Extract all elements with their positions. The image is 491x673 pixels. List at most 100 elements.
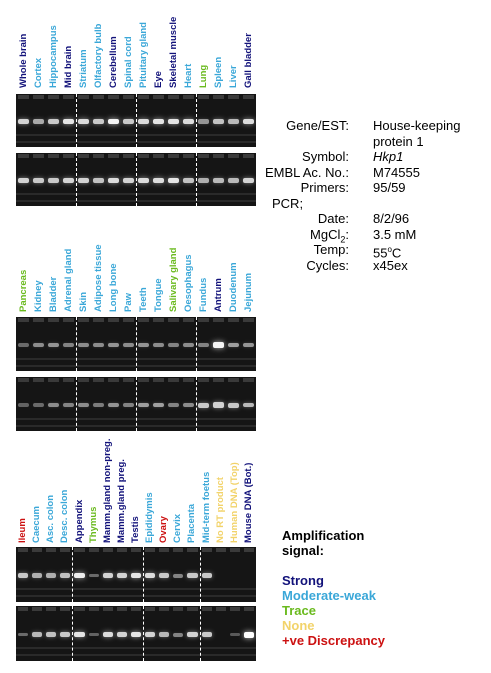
primers-label: Primers: (300, 180, 349, 195)
gel-band (213, 342, 224, 348)
gel-band (228, 178, 239, 183)
gel-band (138, 402, 149, 408)
lane-divider (196, 153, 197, 206)
gel-well (116, 548, 127, 552)
gel-well (138, 154, 149, 158)
primer-smear (16, 654, 256, 656)
gel-band (153, 118, 164, 125)
lane-divider (136, 153, 137, 206)
tissue-label: Caecum (31, 506, 43, 543)
gel-well (33, 154, 44, 158)
tissue-label: Skeletal muscle (167, 16, 179, 88)
lane-divider (196, 94, 197, 147)
gel-band (93, 119, 104, 125)
gel-band (243, 342, 254, 348)
tissue-label: Pituitary gland (137, 22, 149, 88)
gel-well (168, 378, 179, 382)
gel-well (198, 154, 209, 158)
gel-band (123, 119, 134, 125)
cycles-label: Cycles: (306, 257, 349, 273)
gel-band (153, 402, 164, 408)
panel-1-gel-1 (16, 94, 256, 147)
gel-well (228, 95, 239, 99)
gene-row: Gene/EST: House-keeping (272, 118, 487, 134)
gel-well (48, 378, 59, 382)
lane-divider (199, 606, 201, 661)
gel-well (78, 378, 89, 382)
cycles-value: x45ex (373, 257, 408, 273)
gel-well (93, 154, 104, 158)
gel-well (93, 378, 104, 382)
lane-divider (143, 547, 145, 602)
tissue-label: Oesophagus (182, 254, 194, 312)
tissue-label: Appendix (73, 499, 85, 543)
gel-band (201, 573, 212, 579)
gel-band (173, 632, 184, 637)
tissue-label: Adrenal gland (62, 248, 74, 312)
mgcl-label: MgCl2: (310, 227, 349, 248)
gel-well (18, 318, 29, 322)
gel-well (123, 318, 134, 322)
symbol-value: Hkp1 (373, 149, 404, 164)
gel-band (63, 118, 74, 125)
gel-well (123, 378, 134, 382)
gel-band (243, 118, 254, 125)
gel-band (201, 632, 212, 638)
gel-well (173, 548, 184, 552)
gel-well (108, 378, 119, 382)
gel-well (93, 318, 104, 322)
gel-well (102, 548, 113, 552)
gel-well (18, 154, 29, 158)
gel-band (108, 118, 119, 125)
pcr-row: PCR; (272, 196, 487, 212)
gel-well (63, 378, 74, 382)
assay-info: Gene/EST: House-keeping protein 1 Symbol… (265, 118, 487, 273)
gel-band (145, 572, 156, 579)
gel-well (243, 378, 254, 382)
gel-band (228, 119, 239, 124)
gel-band (198, 343, 209, 348)
gel-well (48, 318, 59, 322)
gel-well (32, 607, 43, 611)
gel-well (183, 154, 194, 158)
gel-band (108, 177, 119, 184)
lane-divider (72, 606, 74, 661)
gel-band (108, 342, 119, 348)
tissue-label: Bladder (47, 276, 59, 312)
gel-band (63, 177, 74, 184)
gel-well (153, 95, 164, 99)
primers-value: 95/59 (373, 180, 406, 195)
gene-value-2: protein 1 (373, 133, 424, 149)
date-label: Date: (317, 211, 349, 226)
gel-well (48, 154, 59, 158)
gel-band (159, 573, 170, 579)
gel-well (145, 548, 156, 552)
tissue-label: Mamm.gland preg. (115, 459, 127, 543)
tissue-label: Fundus (197, 277, 209, 312)
gel-well (229, 548, 240, 552)
primer-smear (16, 595, 256, 597)
gel-well (74, 548, 85, 552)
tissue-label: Skin (77, 291, 89, 312)
gel-well (123, 154, 134, 158)
gel-band (243, 402, 254, 408)
gel-well (183, 318, 194, 322)
gel-band (33, 178, 44, 184)
panel-2-gel-2 (16, 377, 256, 431)
legend-item-none: None (282, 618, 315, 633)
gel-band (108, 402, 119, 408)
gel-band (78, 403, 89, 408)
gel-band (46, 632, 57, 638)
lane-divider (199, 547, 201, 602)
gel-band (138, 118, 149, 125)
gel-well (213, 318, 224, 322)
primer-smear (16, 647, 256, 649)
gel-well (198, 318, 209, 322)
tissue-label: Mamm.gland non-preg. (101, 438, 113, 544)
tissue-label: Adipose tissue (92, 244, 104, 312)
tissue-label: Ileum (17, 518, 29, 543)
gel-band (153, 343, 164, 348)
tissue-label: Epididymis (144, 492, 156, 543)
